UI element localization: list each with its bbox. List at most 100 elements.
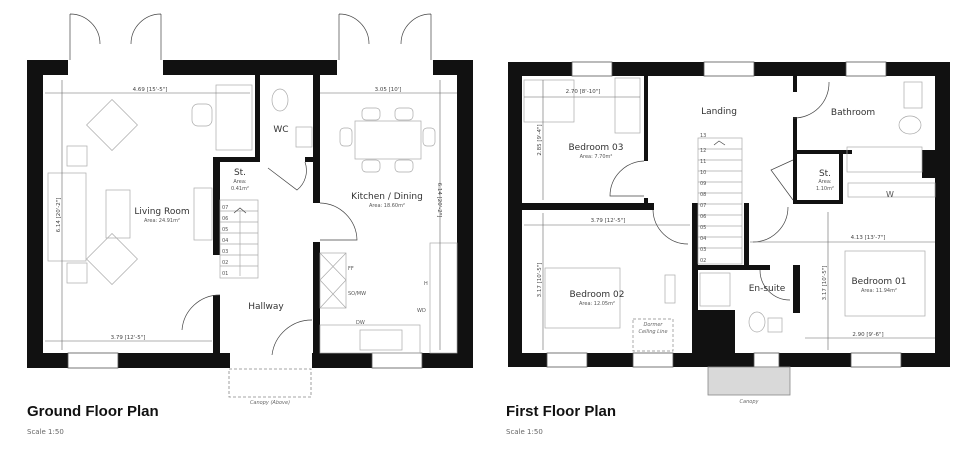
wall <box>793 117 797 203</box>
stair-step-label: 06 <box>700 214 706 220</box>
room-label-bedroom-03: Bedroom 03 <box>568 143 623 153</box>
room-area-store: 0.41m² <box>231 186 249 192</box>
window <box>371 352 423 369</box>
appliance-label: WD <box>417 308 426 314</box>
appliance-label: DW <box>356 320 365 326</box>
wall <box>935 62 950 367</box>
window <box>753 352 780 368</box>
stair-step-label: 12 <box>700 148 706 154</box>
stair-step-label: 11 <box>700 159 706 165</box>
room-area-store: 1.10m² <box>816 186 834 192</box>
dimension-label: 4.13 [13'-7"] <box>851 235 886 241</box>
living-door-opening <box>213 255 220 295</box>
window <box>703 61 755 77</box>
dimension-label: 6.14 [20'-2"] <box>436 183 442 218</box>
wall <box>797 150 852 154</box>
canopy-label: Canopy (Above) <box>250 400 290 406</box>
room-label-en-suite: En-suite <box>749 284 786 294</box>
wall <box>698 310 735 353</box>
appliance-label: H <box>424 281 428 287</box>
window <box>850 352 902 368</box>
furniture <box>47 84 458 354</box>
stair-step-label: 13 <box>700 133 706 139</box>
room-area-bedroom-01: Area: 11.94m² <box>861 288 897 294</box>
wall <box>508 353 950 367</box>
ground-stairs[interactable] <box>219 199 259 279</box>
stair-step-label: 03 <box>222 249 228 255</box>
door-swing <box>609 81 830 301</box>
window <box>571 61 613 77</box>
plan-title: First Floor Plan <box>506 403 616 420</box>
stair-step-label: 03 <box>700 247 706 253</box>
dimension-label: 2.85 [9'-4"] <box>537 124 543 155</box>
room-label-hallway: Hallway <box>248 302 284 312</box>
stair-step-label: 01 <box>222 271 228 277</box>
dimension-label: 4.69 [15'-5"] <box>133 87 168 93</box>
room-label-bedroom-02: Bedroom 02 <box>569 290 624 300</box>
window <box>546 352 588 368</box>
wardrobe-label: W <box>886 190 894 199</box>
canopy <box>707 366 791 396</box>
room-area-label: Area: <box>818 179 832 185</box>
first-floor-stairs[interactable] <box>697 137 743 265</box>
stair-step-label: 06 <box>222 216 228 222</box>
dimension-label: 3.17 [10'-5"] <box>537 263 543 298</box>
french-door-living <box>68 58 163 77</box>
dimension-label: 3.17 [10'-5"] <box>822 266 828 301</box>
dimension-label: 3.79 [12'-5"] <box>111 335 146 341</box>
dimension-lines <box>524 80 935 350</box>
room-area-bedroom-02: Area: 12.05m² <box>579 301 615 307</box>
wall <box>839 150 843 203</box>
stair-step-label: 05 <box>222 227 228 233</box>
dormer-ceiling-line <box>632 318 674 352</box>
wall <box>793 76 797 92</box>
stair-step-label: 08 <box>700 192 706 198</box>
french-door-swing <box>69 13 162 60</box>
wall <box>508 62 522 367</box>
room-area-living-room: Area: 24.91m² <box>144 218 180 224</box>
stair-step-label: 04 <box>222 238 228 244</box>
stair-step-label: 04 <box>700 236 706 242</box>
stair-step-label: 02 <box>700 258 706 264</box>
plan-title: Ground Floor Plan <box>27 403 159 420</box>
french-door-kitchen <box>337 58 433 77</box>
stair-step-label: 09 <box>700 181 706 187</box>
furniture <box>523 77 936 333</box>
room-area-bedroom-03: Area: 7.70m² <box>580 154 613 160</box>
wall <box>255 75 260 160</box>
dimension-label: 3.05 [10'] <box>375 87 402 93</box>
door-swing <box>181 161 358 356</box>
wall <box>744 203 749 270</box>
wall <box>213 157 260 162</box>
room-label-store: St. <box>819 169 831 179</box>
wall <box>644 76 648 161</box>
wall <box>922 150 935 178</box>
room-label-landing: Landing <box>701 107 737 117</box>
wall <box>313 75 320 203</box>
canopy-outline <box>228 368 312 398</box>
room-label-living-room: Living Room <box>134 207 189 217</box>
stair-step-label: 07 <box>700 203 706 209</box>
french-door-swing <box>338 13 432 60</box>
canopy-label: Canopy <box>740 399 760 405</box>
stair-step-label: 10 <box>700 170 706 176</box>
room-label-store: St. <box>234 168 246 178</box>
wall <box>522 203 654 210</box>
wall <box>692 265 770 270</box>
dormer-label: Ceiling Line <box>638 329 667 335</box>
first-floor-plan: 02 03 04 05 06 07 08 09 10 11 12 13 Dorm… <box>506 61 950 436</box>
wall <box>692 203 698 353</box>
dimension-label: 3.79 [12'-5"] <box>591 218 626 224</box>
room-label-bathroom: Bathroom <box>831 108 875 118</box>
stair-step-label: 07 <box>222 205 228 211</box>
room-label-bedroom-01: Bedroom 01 <box>851 277 906 287</box>
dormer-label: Dormer <box>644 322 664 328</box>
plan-scale: Scale 1:50 <box>27 428 64 436</box>
plan-scale: Scale 1:50 <box>506 428 543 436</box>
appliance-label: FF <box>348 266 354 272</box>
wall <box>27 60 43 368</box>
dimension-label: 6.14 [20'-2"] <box>56 198 62 233</box>
dimension-label: 2.70 [8'-10"] <box>566 89 601 95</box>
dimension-label: 2.90 [9'-6"] <box>852 332 883 338</box>
